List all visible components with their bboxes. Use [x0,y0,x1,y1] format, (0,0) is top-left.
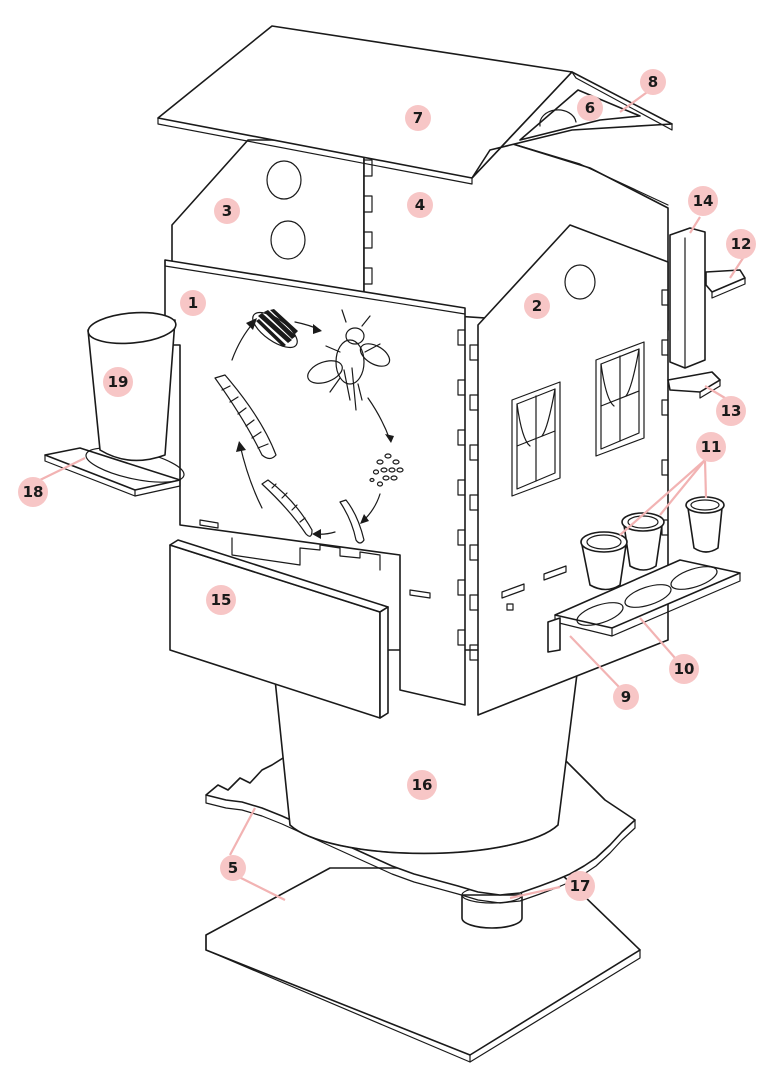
svg-text:10: 10 [674,660,695,678]
callout-18: 18 [18,477,48,507]
svg-text:12: 12 [731,235,752,253]
callout-15: 15 [206,585,236,615]
callout-11: 11 [696,432,726,462]
pupa-icon [252,309,298,349]
arrow-icon [236,441,263,509]
svg-text:17: 17 [570,877,591,895]
svg-text:16: 16 [412,776,433,794]
svg-text:6: 6 [585,99,595,117]
arrow-icon [312,529,336,539]
svg-text:19: 19 [108,373,129,391]
callout-1: 1 [180,290,206,316]
larva-icon [214,374,277,460]
svg-text:8: 8 [648,73,658,91]
svg-text:18: 18 [23,483,44,501]
callout-2: 2 [524,293,550,319]
callout-17: 17 [565,871,595,901]
larva-icon [261,479,313,537]
callout-10: 10 [669,654,699,684]
callout-8: 8 [640,69,666,95]
callout-3: 3 [214,198,240,224]
callout-13: 13 [716,396,746,426]
svg-text:2: 2 [532,297,542,315]
left-cup [87,311,177,462]
right-post [669,227,706,369]
flower-pot [621,512,665,571]
lifecycle-artwork [214,309,404,544]
left-shelf [44,447,185,497]
flower-pot [685,496,725,553]
svg-text:11: 11 [701,438,722,456]
lower-bracket [667,371,721,399]
callout-16: 16 [407,770,437,800]
svg-text:1: 1 [188,294,198,312]
callout-5: 5 [220,855,246,881]
callout-12: 12 [726,229,756,259]
window-icon [511,381,561,497]
callout-7: 7 [405,105,431,131]
callout-14: 14 [688,186,718,216]
arrow-icon [231,318,257,361]
callout-4: 4 [407,192,433,218]
svg-text:5: 5 [228,859,238,877]
arrow-icon [294,321,322,334]
base-plate-lower [205,867,641,1063]
pot-shelf [547,559,741,653]
callout-9: 9 [613,684,639,710]
egg-cluster-icon [369,453,404,487]
svg-text:13: 13 [721,402,742,420]
svg-text:7: 7 [413,109,423,127]
arrow-icon [360,493,381,524]
window-icon [595,341,645,457]
callout-6: 6 [577,95,603,121]
svg-text:4: 4 [415,196,425,214]
flower-pot [580,531,628,591]
svg-text:9: 9 [621,688,631,706]
arrow-icon [367,397,394,443]
callout-19: 19 [103,367,133,397]
leader-lines [39,89,746,901]
svg-text:3: 3 [222,202,232,220]
upper-bracket [705,269,746,299]
fly-icon [307,309,391,411]
larva-icon [339,499,365,544]
svg-text:15: 15 [211,591,232,609]
svg-text:14: 14 [693,192,714,210]
